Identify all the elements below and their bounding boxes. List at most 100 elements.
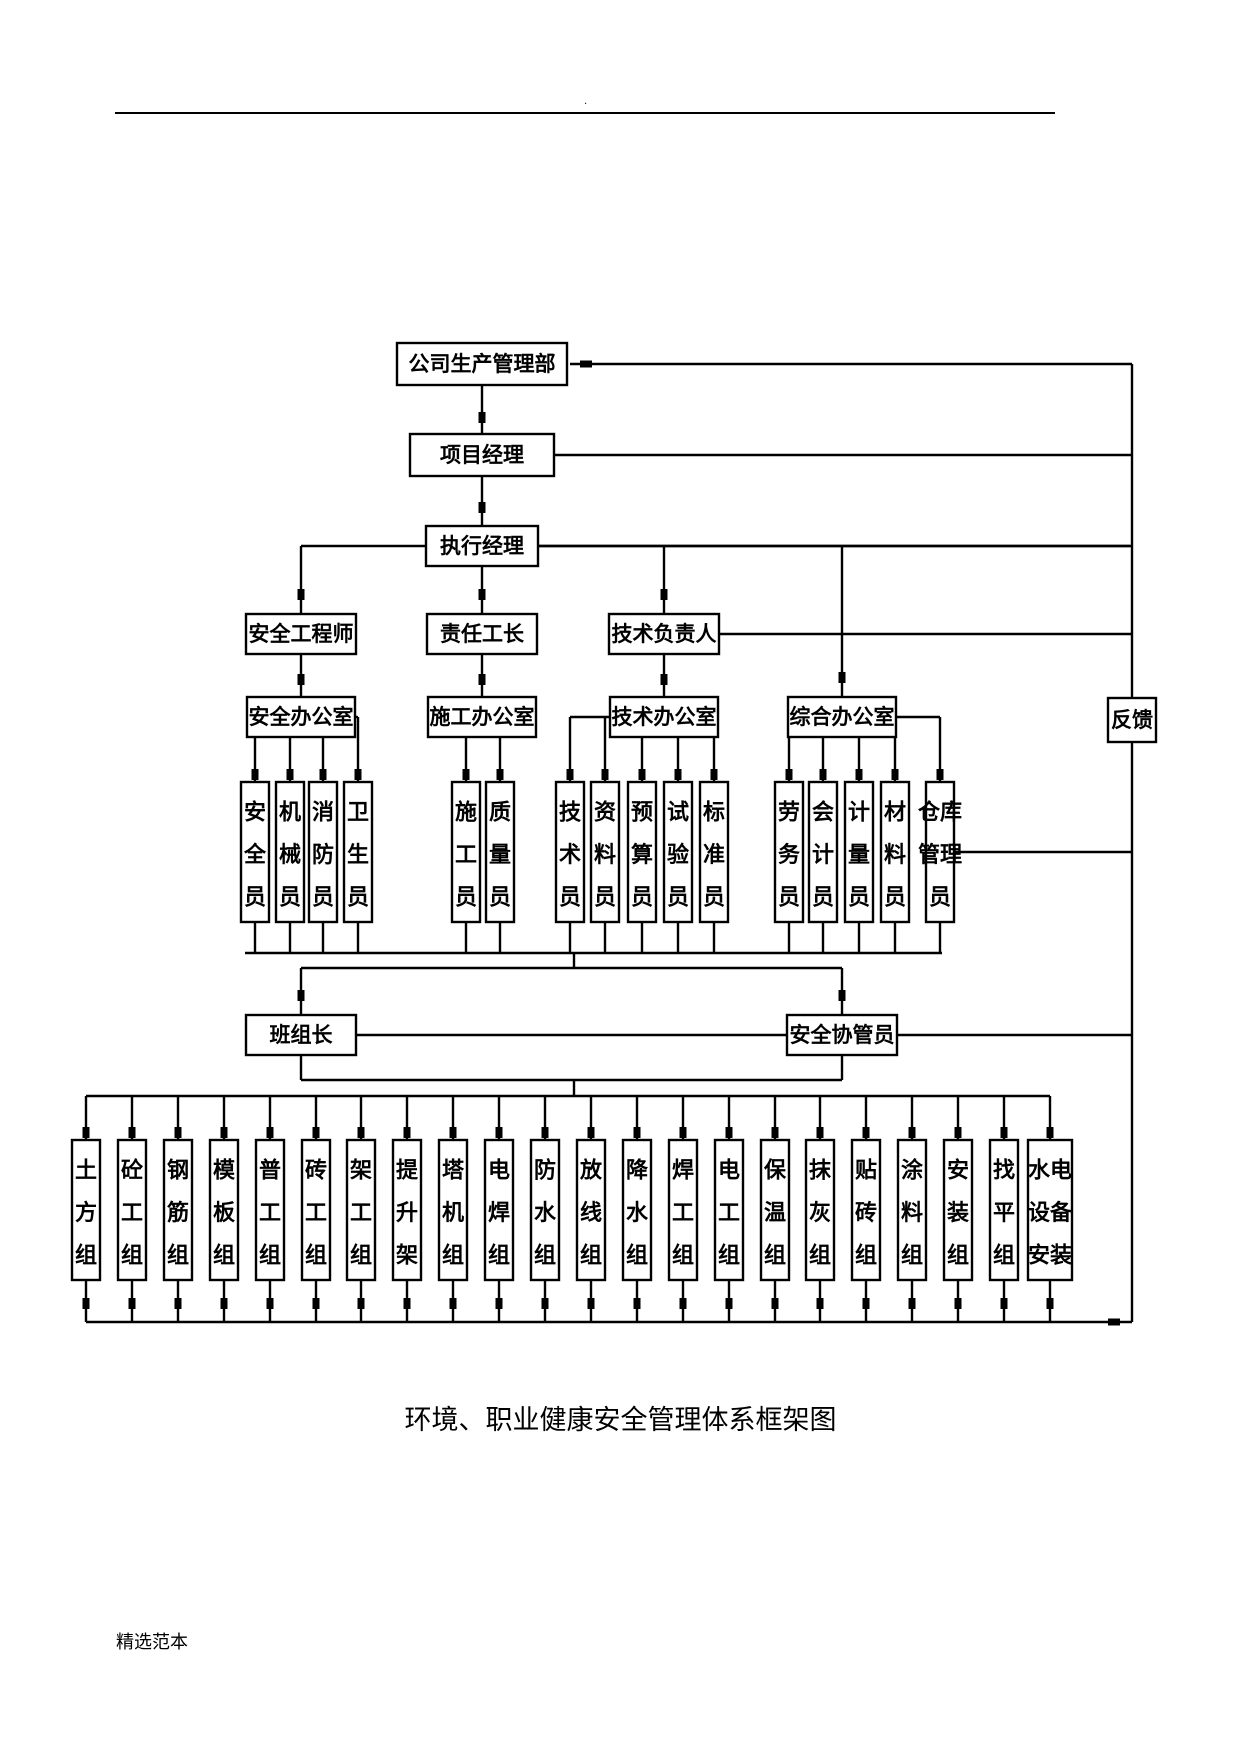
box-general-office-label: 综合办公室 — [790, 704, 895, 729]
team-box-13-char: 工 — [672, 1200, 694, 1226]
arrow-marker — [908, 1127, 916, 1138]
team-box-14-char: 工 — [718, 1200, 740, 1226]
box-technical-lead — [607, 612, 721, 656]
box-executive-manager-label: 执行经理 — [440, 533, 524, 558]
arrow-marker — [478, 412, 486, 423]
team-box-4-char: 组 — [259, 1242, 281, 1268]
arrow-marker — [541, 1298, 549, 1309]
staff-general-3-char: 材 — [884, 800, 906, 826]
team-box-3-char: 模 — [213, 1158, 236, 1184]
team-box-10-char: 防 — [534, 1158, 556, 1184]
team-box-20 — [988, 1138, 1020, 1282]
staff-construction-1-char: 量 — [489, 842, 511, 868]
team-box-16-char: 抹 — [809, 1158, 832, 1184]
arrow-marker — [478, 502, 486, 513]
box-company-production-dept — [395, 341, 569, 387]
arrow-marker — [954, 1298, 962, 1309]
staff-technical-0 — [554, 780, 586, 924]
staff-general-0-char: 务 — [778, 842, 801, 868]
staff-general-2-char: 员 — [848, 884, 870, 910]
team-box-17-char: 贴 — [855, 1158, 877, 1184]
staff-safety-3-char: 生 — [347, 842, 369, 868]
staff-construction-0-char: 员 — [455, 884, 477, 910]
staff-technical-1-char: 员 — [594, 884, 616, 910]
arrow-marker — [862, 1298, 870, 1309]
arrow-marker — [495, 1298, 503, 1309]
arrow-marker — [297, 589, 305, 600]
team-box-2-char: 筋 — [166, 1200, 189, 1226]
team-box-15-char: 温 — [764, 1200, 786, 1226]
team-box-7-char: 架 — [396, 1242, 418, 1268]
team-box-19-char: 安 — [947, 1158, 969, 1184]
team-box-5-char: 组 — [305, 1242, 327, 1268]
arrow-marker — [357, 1298, 365, 1309]
team-box-9-char: 电 — [488, 1158, 510, 1184]
staff-safety-0-char: 安 — [244, 800, 266, 826]
team-box-11-char: 组 — [580, 1242, 602, 1268]
team-box-3-char: 组 — [213, 1242, 235, 1268]
team-box-21-row: 设备 — [1028, 1200, 1073, 1226]
staff-safety-1-char: 员 — [279, 884, 301, 910]
box-general-office — [786, 695, 898, 739]
arrow-marker — [403, 1298, 411, 1309]
staff-technical-0-char: 术 — [559, 842, 581, 868]
arrow-marker — [855, 769, 863, 780]
team-box-18-char: 料 — [901, 1200, 923, 1226]
team-box-6-char: 组 — [350, 1242, 372, 1268]
arrow-marker — [286, 769, 294, 780]
team-box-10 — [529, 1138, 561, 1282]
team-box-0-char: 组 — [75, 1242, 97, 1268]
team-box-12-char: 水 — [626, 1200, 649, 1226]
team-box-14-char: 电 — [718, 1158, 740, 1184]
team-box-10-char: 水 — [534, 1200, 557, 1226]
arrow-marker — [449, 1127, 457, 1138]
team-box-16-char: 灰 — [809, 1200, 831, 1226]
staff-general-4-row: 员 — [929, 884, 951, 910]
arrow-marker — [936, 769, 944, 780]
arrow-marker — [908, 1298, 916, 1309]
box-team-leader-label: 班组长 — [270, 1022, 334, 1047]
footer-note: 精选范本 — [116, 1632, 188, 1653]
team-box-15-char: 保 — [763, 1158, 787, 1184]
staff-technical-2-char: 算 — [631, 842, 653, 868]
team-box-11-char: 线 — [580, 1200, 602, 1226]
arrow-marker — [297, 990, 305, 1001]
arrow-marker — [816, 1127, 824, 1138]
arrow-marker — [838, 990, 846, 1001]
staff-safety-3-char: 卫 — [347, 800, 369, 826]
staff-construction-1-char: 员 — [489, 884, 511, 910]
team-box-20-char: 组 — [993, 1242, 1015, 1268]
staff-safety-2-char: 防 — [312, 842, 334, 868]
box-safety-engineer — [244, 612, 358, 656]
staff-general-2 — [843, 780, 875, 924]
box-feedback-label: 反馈 — [1111, 707, 1153, 732]
team-box-3 — [208, 1138, 240, 1282]
staff-safety-3-char: 员 — [347, 884, 369, 910]
box-responsible-foreman-label: 责任工长 — [440, 621, 525, 646]
arrow-marker — [862, 1127, 870, 1138]
team-box-0-char: 方 — [75, 1200, 97, 1226]
arrow-marker — [354, 769, 362, 780]
arrow-marker — [725, 1127, 733, 1138]
team-box-19-char: 组 — [947, 1242, 969, 1268]
team-box-21-row: 水电 — [1028, 1158, 1072, 1184]
team-box-4-char: 普 — [259, 1158, 281, 1184]
staff-construction-0-char: 工 — [455, 842, 477, 868]
team-box-16-char: 组 — [809, 1242, 831, 1268]
staff-safety-2-char: 消 — [312, 800, 334, 826]
team-box-13-char: 组 — [672, 1242, 694, 1268]
team-box-5-char: 砖 — [305, 1158, 327, 1184]
arrow-marker — [566, 769, 574, 780]
arrow-marker — [1108, 1318, 1120, 1326]
box-feedback — [1106, 696, 1158, 744]
arrow-marker — [128, 1127, 136, 1138]
arrow-marker — [251, 769, 259, 780]
team-box-8-char: 机 — [442, 1200, 464, 1226]
arrow-marker — [297, 674, 305, 685]
arrow-marker — [220, 1127, 228, 1138]
arrow-marker — [771, 1127, 779, 1138]
arrow-marker — [478, 674, 486, 685]
arrow-marker — [679, 1127, 687, 1138]
box-technical-lead-label: 技术负责人 — [612, 621, 717, 646]
box-safety-office-label: 安全办公室 — [249, 704, 354, 729]
